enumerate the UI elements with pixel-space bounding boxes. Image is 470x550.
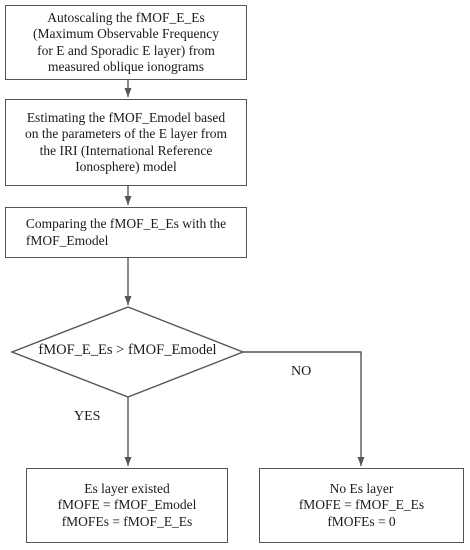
arrow-no-branch	[243, 351, 365, 466]
no-branch-label: NO	[291, 364, 312, 379]
outcome-es-layer-existed-box: Es layer existed fMOFE = fMOF_Emodel fMO…	[26, 468, 228, 543]
step-autoscaling-box: Autoscaling the fMOF_E_Es (Maximum Obser…	[5, 5, 247, 80]
step-comparing-box: Comparing the fMOF_E_Es with the fMOF_Em…	[5, 207, 247, 258]
step-estimating-box: Estimating the fMOF_Emodel based on the …	[5, 99, 247, 186]
outcome-es-layer-existed-text: Es layer existed fMOFE = fMOF_Emodel fMO…	[57, 480, 197, 529]
step-estimating-text: Estimating the fMOF_Emodel based on the …	[24, 109, 228, 175]
decision-condition: fMOF_E_Es > fMOF_Emodel	[38, 342, 217, 358]
outcome-no-es-layer-text: No Es layer fMOFE = fMOF_E_Es fMOFEs = 0	[298, 480, 425, 529]
step-comparing-text: Comparing the fMOF_E_Es with the fMOF_Em…	[25, 216, 227, 248]
outcome-no-es-layer-box: No Es layer fMOFE = fMOF_E_Es fMOFEs = 0	[259, 468, 464, 543]
step-autoscaling-text: Autoscaling the fMOF_E_Es (Maximum Obser…	[33, 9, 219, 75]
yes-branch-label: YES	[74, 409, 101, 424]
